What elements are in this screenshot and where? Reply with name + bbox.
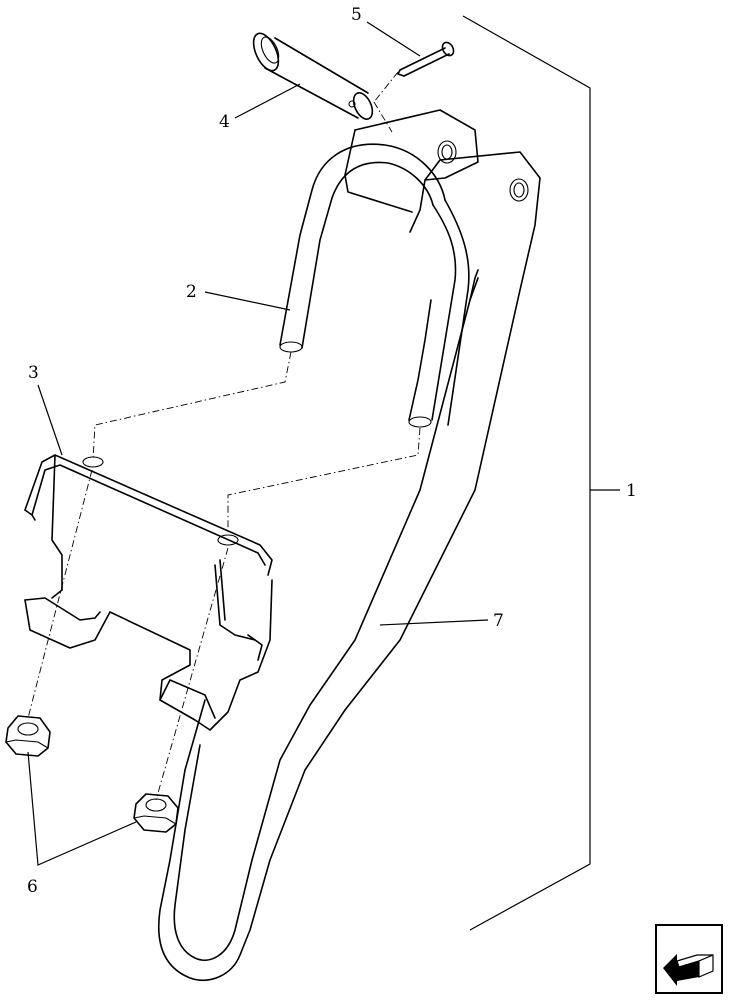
label-3: 3 [28,363,39,383]
u-bolt [279,143,470,428]
pin [252,32,374,120]
assembly-bracket-line [462,15,620,931]
nut-upper [5,715,51,757]
label-4: 4 [219,112,230,132]
alignment-lines [27,71,421,801]
label-5: 5 [351,5,362,25]
label-6: 6 [27,877,38,897]
label-7: 7 [493,611,504,631]
mounting-plate [24,454,273,731]
leader-lines [27,21,489,866]
label-1: 1 [626,481,637,501]
return-arrow-icon[interactable] [655,924,723,994]
cotter-pin [397,41,455,77]
support-arm [158,109,541,982]
label-2: 2 [186,282,197,302]
